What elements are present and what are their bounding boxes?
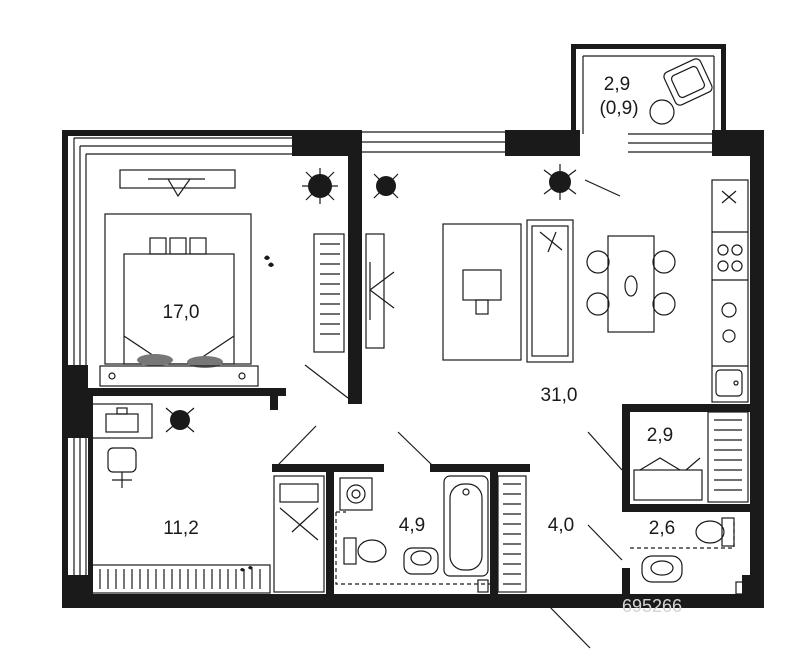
room-area-study: 11,2 [163, 518, 199, 539]
double-bed [99, 213, 259, 387]
doors [277, 179, 623, 649]
room-area-living: 31,0 [541, 385, 578, 406]
toilet-icon-wc [695, 517, 735, 547]
interior-walls [88, 156, 750, 596]
sink-icon-wc [641, 555, 683, 583]
outer-walls [62, 44, 764, 608]
room-area-balcony: 2,9 [604, 74, 630, 95]
watermark: 695266 [622, 596, 682, 616]
toilet-icon-bathroom [343, 537, 387, 565]
room-area-storage: 2,9 [647, 425, 673, 446]
room-area-bedroom: 17,0 [163, 302, 200, 323]
single-bed [273, 475, 325, 593]
plant-icon-bedroom [302, 168, 338, 204]
dining-table [586, 235, 676, 333]
room-area-balcony-sub: (0,9) [599, 98, 638, 119]
kitchen-units [711, 179, 749, 403]
sink-icon-bathroom [403, 547, 439, 575]
plant-icon-living [373, 173, 399, 199]
room-area-bathroom: 4,9 [399, 515, 425, 536]
balcony-chair [649, 58, 713, 125]
furniture [91, 58, 749, 595]
plant-icon-study [165, 407, 195, 433]
sofa [526, 219, 574, 363]
plant-icon-kitchen [543, 164, 577, 200]
bathtub-icon [443, 475, 489, 577]
room-labels: 2,9 (0,9) 17,0 11,2 31,0 2,9 4,9 4,0 2,6 [163, 74, 676, 539]
room-area-hallway: 4,0 [548, 515, 574, 536]
room-area-toilet: 2,6 [649, 518, 675, 539]
